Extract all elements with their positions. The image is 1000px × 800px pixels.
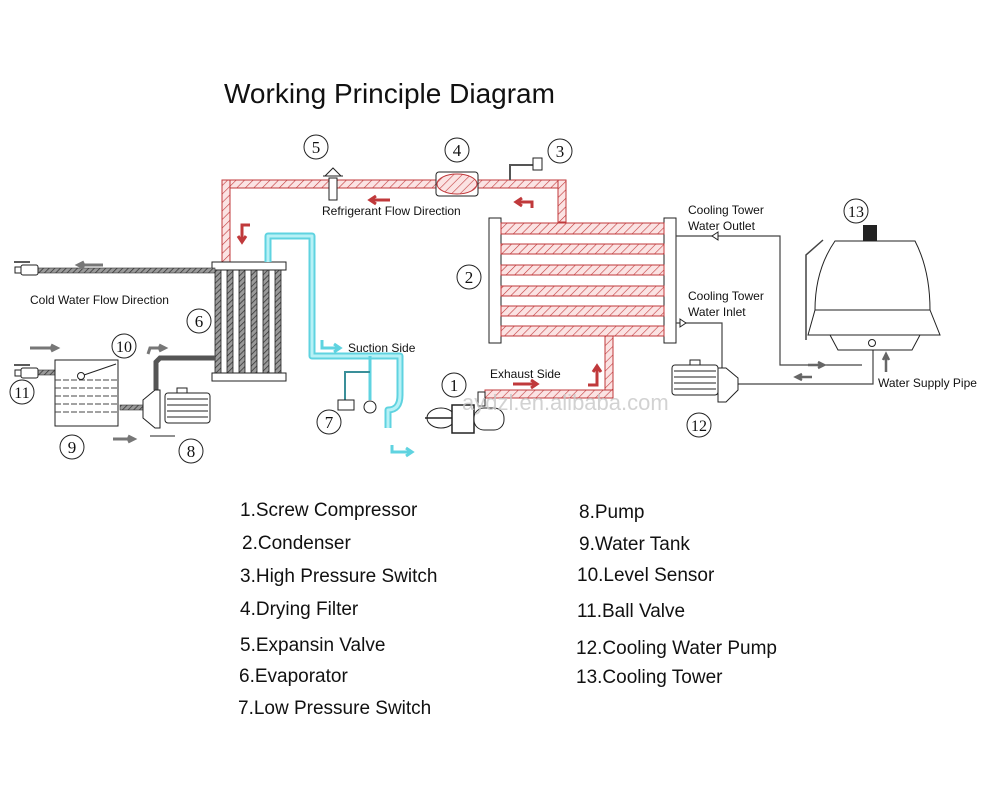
callout-4: 4 (444, 137, 470, 163)
cooling-water-pipe (676, 231, 891, 385)
water-supply-label: Water Supply Pipe (878, 376, 977, 390)
screw-compressor (425, 391, 505, 434)
legend-item-evaporator: 6.Evaporator (239, 666, 348, 687)
legend-item-cooling-tower: 13.Cooling Tower (576, 667, 723, 688)
callout-13: 13 (843, 198, 869, 224)
callout-7: 7 (316, 409, 342, 435)
legend-item-level-sensor: 10.Level Sensor (577, 565, 715, 586)
legend-item-low-pressure-switch: 7.Low Pressure Switch (238, 698, 432, 719)
callout-10-number: 10 (116, 339, 132, 356)
callout-2: 2 (456, 264, 482, 290)
callout-3-number: 3 (556, 142, 565, 161)
cooling-tower (805, 225, 941, 351)
evaporator (211, 261, 287, 382)
callout-6-number: 6 (195, 312, 204, 331)
legend-item-expansion-valve: 5.Expansin Valve (240, 635, 386, 656)
drying-filter (435, 171, 479, 197)
ball-valve-top (14, 261, 39, 276)
legend-item-water-tank: 9.Water Tank (579, 534, 690, 555)
high-pressure-switch (509, 157, 543, 180)
callout-8: 8 (178, 438, 204, 464)
exhaust-side-label: Exhaust Side (490, 367, 561, 381)
callout-5: 5 (303, 134, 329, 160)
expansion-valve (323, 167, 343, 201)
callout-11-number: 11 (14, 385, 29, 402)
callout-9-number: 9 (68, 438, 77, 457)
water-tank (54, 359, 119, 427)
ct-inlet-label-line2: Water Inlet (688, 305, 746, 319)
diagram-title: Working Principle Diagram (224, 78, 555, 109)
callout-12: 12 (686, 412, 712, 438)
callout-6: 6 (186, 308, 212, 334)
legend-item-high-pressure-switch: 3.High Pressure Switch (240, 566, 438, 587)
low-pressure-switch (337, 399, 377, 414)
callout-13-number: 13 (848, 204, 864, 221)
refrigerant-flow-label: Refrigerant Flow Direction (322, 204, 461, 218)
cooling-water-pump (671, 359, 739, 403)
suction-pipe (264, 232, 415, 458)
callout-1-number: 1 (450, 376, 459, 395)
legend-item-drying-filter: 4.Drying Filter (240, 599, 359, 620)
callout-11: 11 (9, 379, 35, 405)
legend-item-condenser: 2.Condenser (242, 533, 351, 554)
callout-3: 3 (547, 138, 573, 164)
refrigerant-arrows (236, 194, 603, 390)
cold-water-flow-label: Cold Water Flow Direction (30, 293, 169, 307)
callout-2-number: 2 (465, 268, 474, 287)
ct-outlet-label-line1: Cooling Tower (688, 203, 764, 217)
condenser (488, 217, 677, 344)
legend-item-ball-valve: 11.Ball Valve (577, 601, 686, 622)
suction-side-label: Suction Side (348, 341, 416, 355)
legend-item-cooling-water-pump: 12.Cooling Water Pump (576, 638, 778, 659)
callout-1: 1 (441, 372, 467, 398)
ct-inlet-label-line1: Cooling Tower (688, 289, 764, 303)
legend-item-screw-compressor: 1.Screw Compressor (240, 500, 418, 521)
callout-12-number: 12 (691, 418, 707, 435)
legend-item-pump: 8.Pump (579, 502, 645, 523)
callout-4-number: 4 (453, 141, 462, 160)
callout-9: 9 (59, 434, 85, 460)
ball-valve-bottom (14, 364, 39, 379)
water-arrows (30, 260, 169, 444)
callout-7-number: 7 (325, 413, 334, 432)
callout-8-number: 8 (187, 442, 196, 461)
watermark: aydzl.en.alibaba.com (462, 390, 669, 415)
ct-outlet-label-line2: Water Outlet (688, 219, 756, 233)
callout-10: 10 (111, 333, 137, 359)
chilled-water-pump (142, 387, 211, 437)
callout-5-number: 5 (312, 138, 321, 157)
